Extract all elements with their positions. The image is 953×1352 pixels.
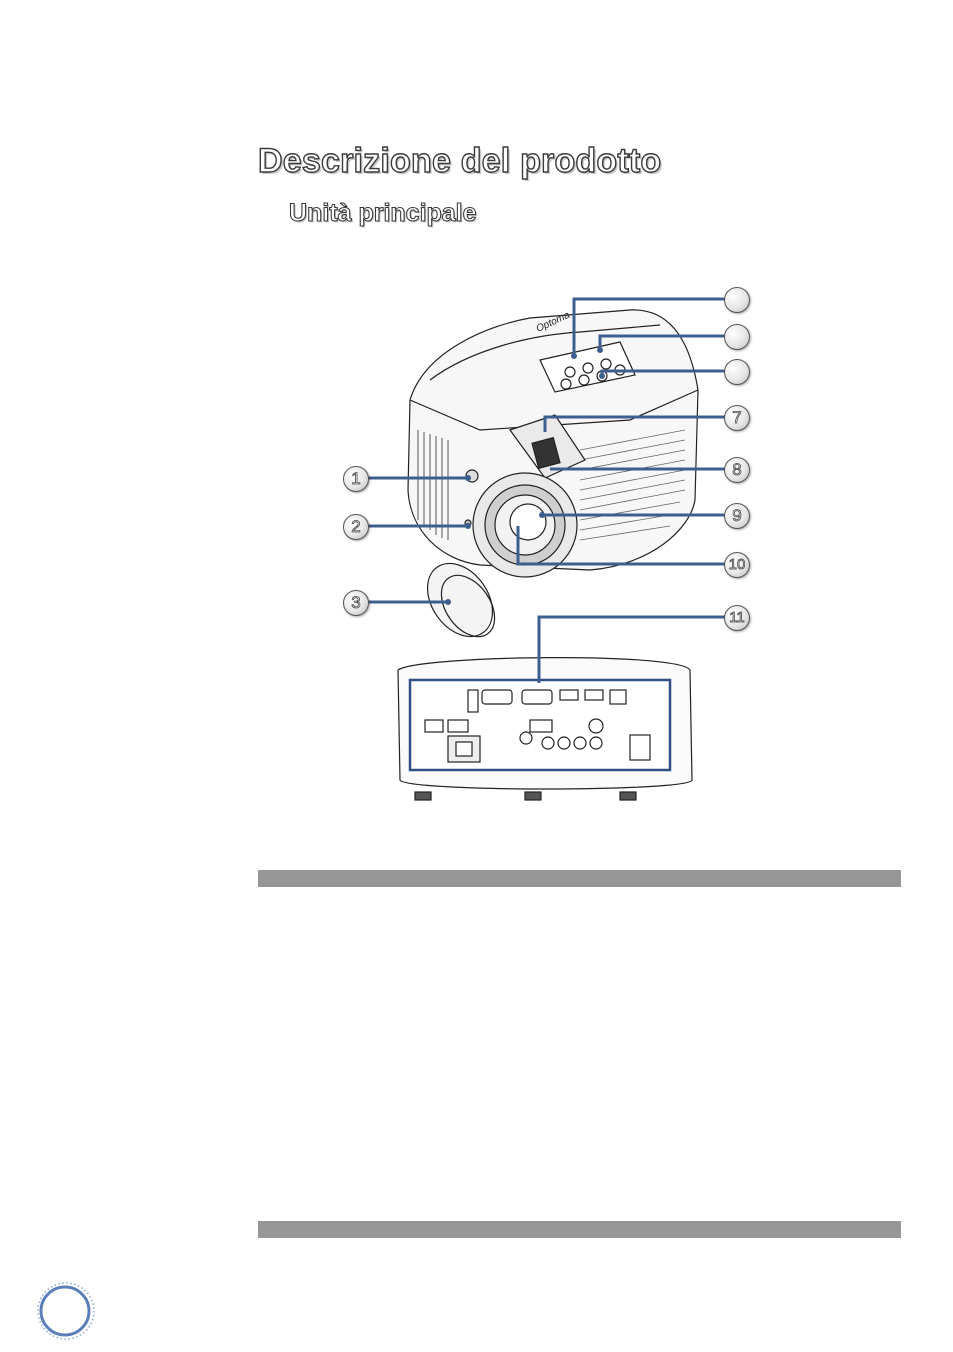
page-number-badge bbox=[37, 1282, 95, 1340]
callout-10: 10 bbox=[724, 552, 750, 578]
page-title: Descrizione del prodotto bbox=[257, 141, 662, 180]
callout-blank-3 bbox=[724, 359, 750, 385]
section-bar-bottom bbox=[258, 1221, 901, 1238]
callout-blank-2 bbox=[724, 324, 750, 350]
callout-2: 2 bbox=[343, 514, 369, 540]
callout-8: 8 bbox=[724, 457, 750, 483]
callout-7: 7 bbox=[724, 405, 750, 431]
callout-1: 1 bbox=[343, 466, 369, 492]
callout-3: 3 bbox=[343, 590, 369, 616]
callout-blank-1 bbox=[724, 287, 750, 313]
projector-illustration: Optoma bbox=[368, 297, 725, 801]
callout-9: 9 bbox=[724, 503, 750, 529]
section-subtitle: Unità principale bbox=[288, 198, 477, 227]
leader-lines bbox=[368, 297, 725, 683]
callout-11: 11 bbox=[724, 605, 750, 631]
projector-rear-view bbox=[397, 657, 693, 801]
section-bar-top bbox=[258, 870, 901, 887]
projector-top-view bbox=[407, 309, 699, 638]
